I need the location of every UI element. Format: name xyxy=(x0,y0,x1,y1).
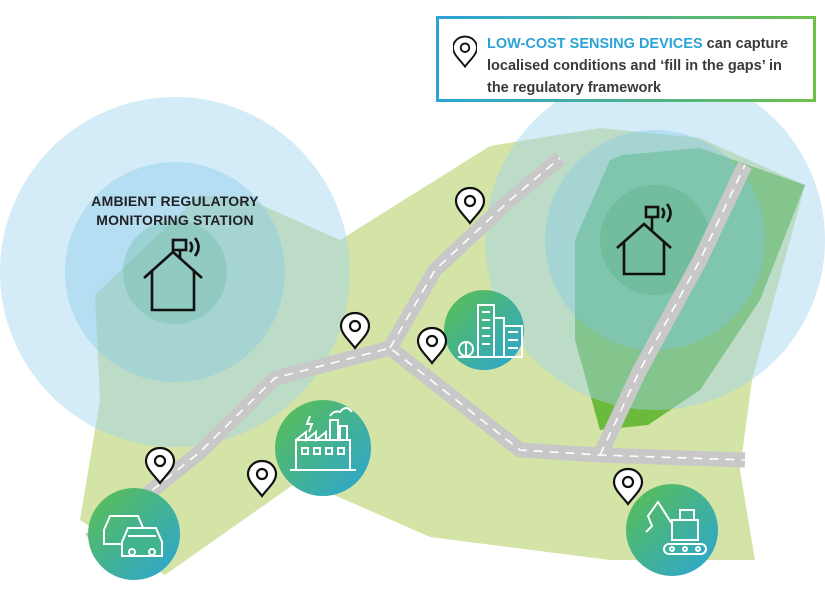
station-coverage-inner xyxy=(65,162,285,382)
callout-box: LOW-COST SENSING DEVICES can capture loc… xyxy=(436,16,816,102)
station-label-line1: AMBIENT REGULATORY xyxy=(91,193,259,209)
excavator-icon xyxy=(626,484,718,576)
callout-highlight: LOW-COST SENSING DEVICES xyxy=(487,36,703,52)
location-pin-icon xyxy=(453,35,477,69)
city-buildings-icon xyxy=(444,290,524,370)
sensor-coverage-outer xyxy=(485,70,825,410)
sensor-house-icon xyxy=(616,203,672,276)
cars-icon xyxy=(88,488,180,580)
station-label: AMBIENT REGULATORY MONITORING STATION xyxy=(60,192,290,230)
station-coverage-core xyxy=(123,220,227,324)
sensor-coverage-core xyxy=(600,185,710,295)
roads xyxy=(85,152,752,546)
callout-text: LOW-COST SENSING DEVICES can capture loc… xyxy=(487,33,807,99)
station-coverage-outer xyxy=(0,97,350,447)
station-label-line2: MONITORING STATION xyxy=(96,212,254,228)
callout-body: can capture localised conditions and ‘fi… xyxy=(487,36,789,96)
factory-icon xyxy=(275,400,371,496)
sensor-coverage-inner xyxy=(545,130,765,350)
house-antenna-icon xyxy=(143,237,203,312)
